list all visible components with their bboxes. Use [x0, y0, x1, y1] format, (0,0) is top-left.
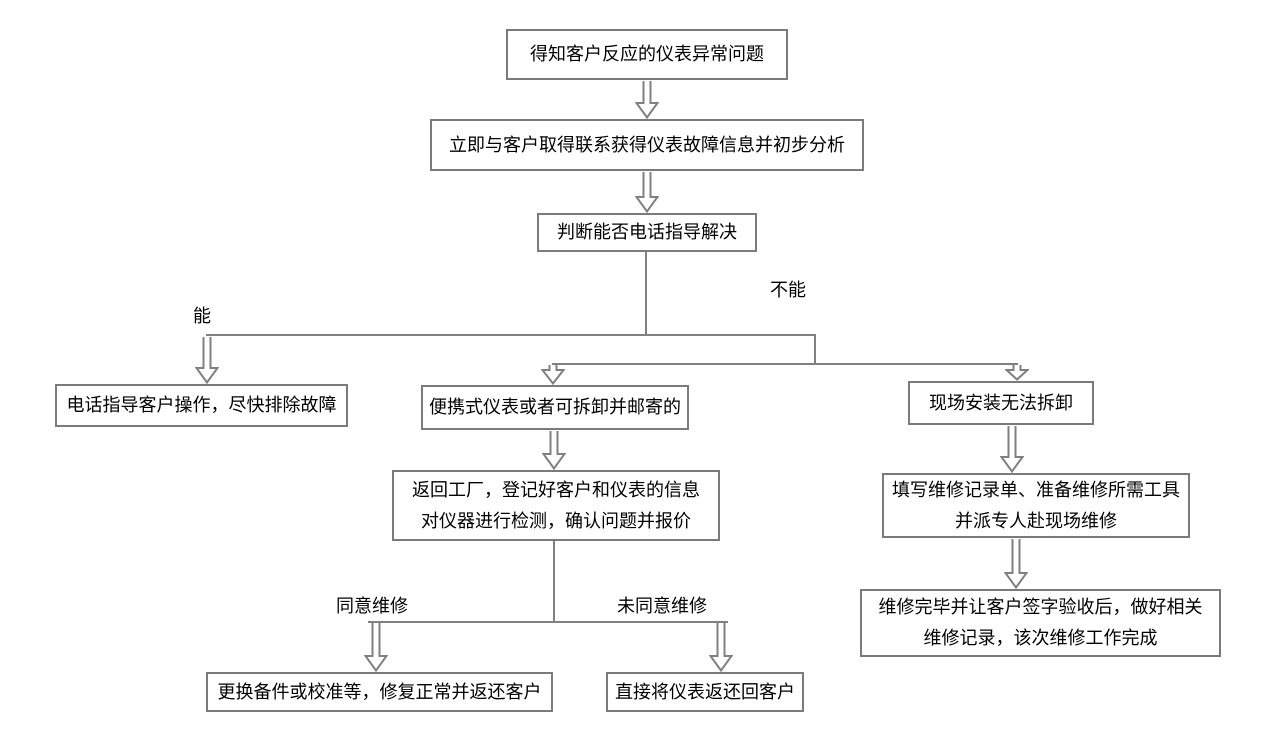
connector-line [645, 252, 647, 336]
edge-label-agree-repair: 同意维修 [336, 596, 408, 616]
flow-arrow-down-icon [709, 623, 733, 672]
node-phone-guide-text: 电话指导客户操作，尽快排除故障 [66, 395, 337, 415]
node-return-factory-register: 返回工厂，登记好客户和仪表的信息 对仪器进行检测，确认问题并报价 [392, 470, 720, 541]
connector-line [552, 363, 1018, 365]
node-judge-phone-solve-text: 判断能否电话指导解决 [557, 222, 737, 242]
node-return-directly: 直接将仪表返还回客户 [606, 672, 804, 712]
node-onsite-fixed: 现场安装无法拆卸 [908, 381, 1094, 425]
flow-arrow-down-icon [635, 172, 659, 213]
node-phone-guide: 电话指导客户操作，尽快排除故障 [55, 384, 348, 427]
edge-label-disagree-repair: 未同意维修 [617, 596, 707, 616]
connector-line [206, 334, 816, 336]
node-replace-parts-return: 更换备件或校准等，修复正常并返还客户 [206, 672, 553, 712]
connector-line [553, 541, 555, 622]
node-return-factory-register-text: 返回工厂，登记好客户和仪表的信息 对仪器进行检测，确认问题并报价 [412, 479, 700, 531]
node-contact-customer-text: 立即与客户取得联系获得仪表故障信息并初步分析 [449, 134, 845, 155]
flow-arrow-down-icon [1000, 426, 1024, 473]
node-onsite-fixed-text: 现场安装无法拆卸 [929, 392, 1073, 413]
flow-arrow-down-icon [195, 337, 219, 384]
node-finish-record-text: 维修完毕并让客户签字验收后，做好相关 维修记录，该次维修工作完成 [878, 597, 1203, 648]
node-learn-issue-text: 得知客户反应的仪表异常问题 [530, 44, 764, 64]
node-judge-phone-solve: 判断能否电话指导解决 [537, 213, 757, 252]
node-replace-parts-return-text: 更换备件或校准等，修复正常并返还客户 [217, 681, 542, 702]
connector-line [368, 621, 728, 623]
node-return-directly-text: 直接将仪表返还回客户 [615, 681, 795, 702]
node-contact-customer: 立即与客户取得联系获得仪表故障信息并初步分析 [430, 119, 864, 171]
connector-line [814, 334, 816, 365]
flow-arrow-down-icon [364, 623, 388, 672]
node-finish-record: 维修完毕并让客户签字验收后，做好相关 维修记录，该次维修工作完成 [860, 589, 1221, 657]
flow-arrow-down-icon [541, 365, 565, 385]
node-fill-record-prepare-text: 填写维修记录单、准备维修所需工具 并派专人赴现场维修 [892, 479, 1180, 531]
edge-label-can: 能 [193, 306, 211, 326]
node-portable-mailable: 便携式仪表或者可拆卸并邮寄的 [421, 385, 689, 430]
flow-arrow-down-icon [1004, 539, 1028, 589]
flow-arrow-down-icon [635, 81, 659, 119]
edge-label-cannot: 不能 [770, 280, 806, 300]
node-portable-mailable-text: 便携式仪表或者可拆卸并邮寄的 [429, 397, 681, 417]
flow-arrow-down-icon [1005, 365, 1029, 381]
node-fill-record-prepare: 填写维修记录单、准备维修所需工具 并派专人赴现场维修 [882, 473, 1190, 538]
node-learn-issue: 得知客户反应的仪表异常问题 [506, 29, 788, 80]
flow-arrow-down-icon [542, 431, 566, 470]
